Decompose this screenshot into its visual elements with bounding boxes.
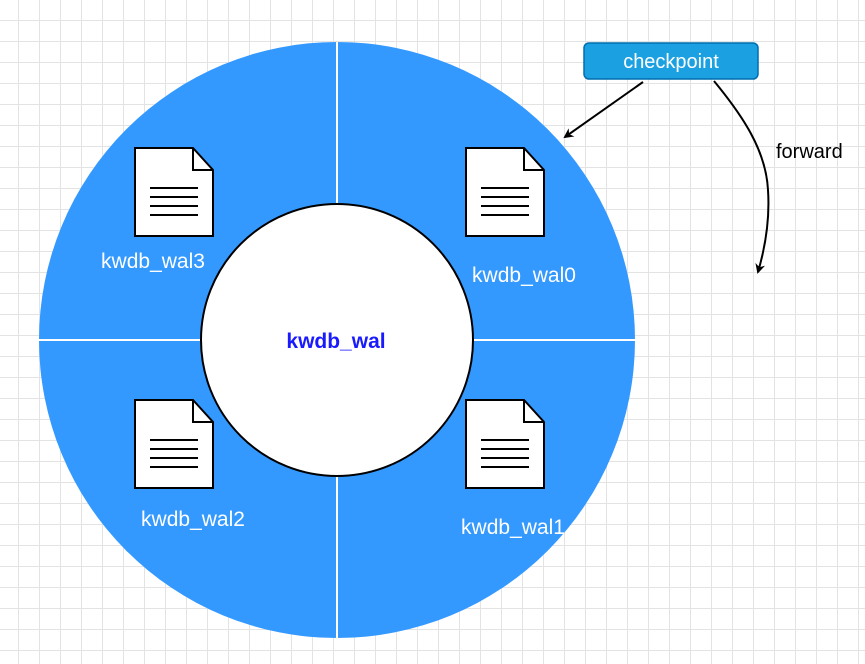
document-icon	[134, 399, 214, 489]
center-label: kwdb_wal	[286, 330, 385, 353]
checkpoint-box[interactable]	[583, 42, 759, 80]
checkpoint-node[interactable]: checkpoint	[583, 42, 759, 80]
forward-arrow	[713, 80, 770, 274]
document-icon	[465, 399, 545, 489]
segment-kwdb-wal1: kwdb_wal1	[461, 399, 565, 539]
forward-label: forward	[776, 141, 843, 163]
document-icon	[134, 147, 214, 237]
center-circle	[200, 203, 474, 477]
segment-label: kwdb_wal3	[101, 250, 205, 273]
segment-kwdb-wal3: kwdb_wal3	[101, 147, 214, 273]
document-icon	[465, 147, 545, 237]
segment-kwdb-wal0: kwdb_wal0	[465, 147, 576, 287]
checkpoint-pointer-arrow	[563, 81, 644, 139]
segment-kwdb-wal2: kwdb_wal2	[134, 399, 245, 531]
segment-label: kwdb_wal0	[472, 264, 576, 287]
checkpoint-label: checkpoint	[623, 51, 719, 73]
segment-label: kwdb_wal2	[141, 508, 245, 531]
segment-label: kwdb_wal1	[461, 516, 565, 539]
